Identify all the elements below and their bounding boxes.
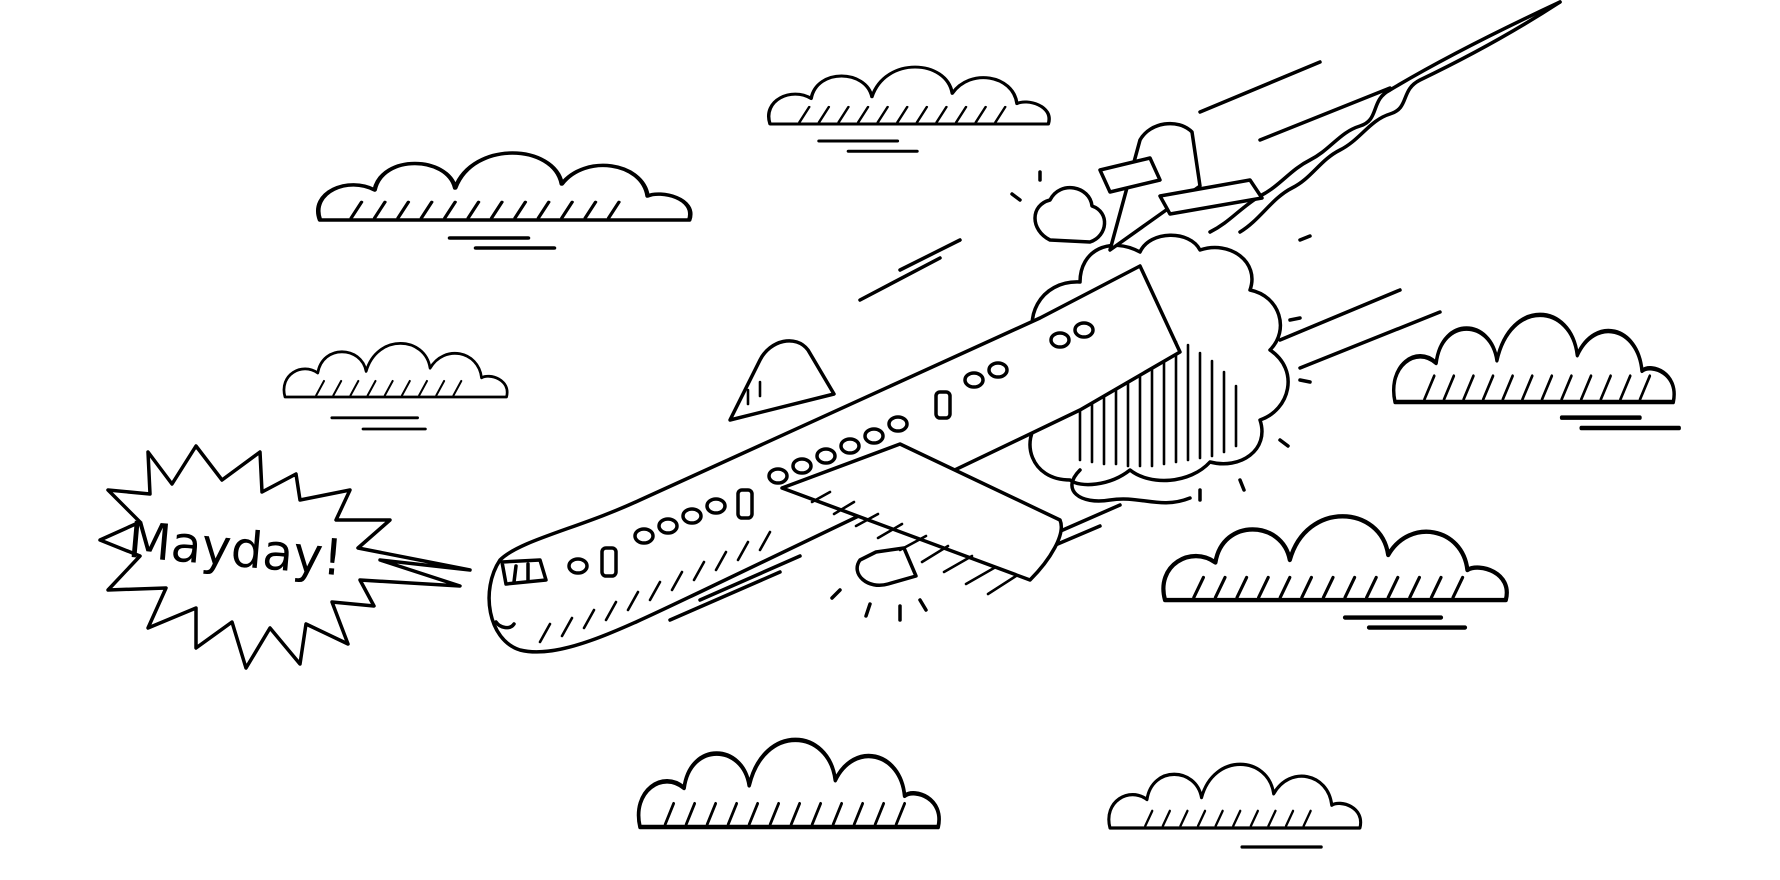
airplane bbox=[487, 121, 1264, 654]
speech-burst-shape bbox=[98, 444, 472, 670]
tail-fin bbox=[1108, 121, 1202, 252]
tail-stabilizer bbox=[1158, 178, 1264, 216]
cloud-right bbox=[1394, 315, 1681, 431]
speed-lines bbox=[668, 60, 1442, 622]
cloud-bottom-right bbox=[1107, 762, 1363, 849]
cloud-top-left bbox=[318, 153, 690, 250]
mayday-speech-burst: Mayday! bbox=[98, 444, 472, 670]
wing-far bbox=[728, 339, 836, 422]
window-row bbox=[567, 321, 1095, 578]
cloud-top-center bbox=[766, 65, 1051, 153]
cloud-lower-right bbox=[1163, 516, 1506, 630]
cloud-mid-left bbox=[282, 341, 509, 431]
wing-near bbox=[780, 442, 1063, 582]
cloud-bottom-center bbox=[639, 740, 939, 827]
engine bbox=[855, 546, 918, 588]
